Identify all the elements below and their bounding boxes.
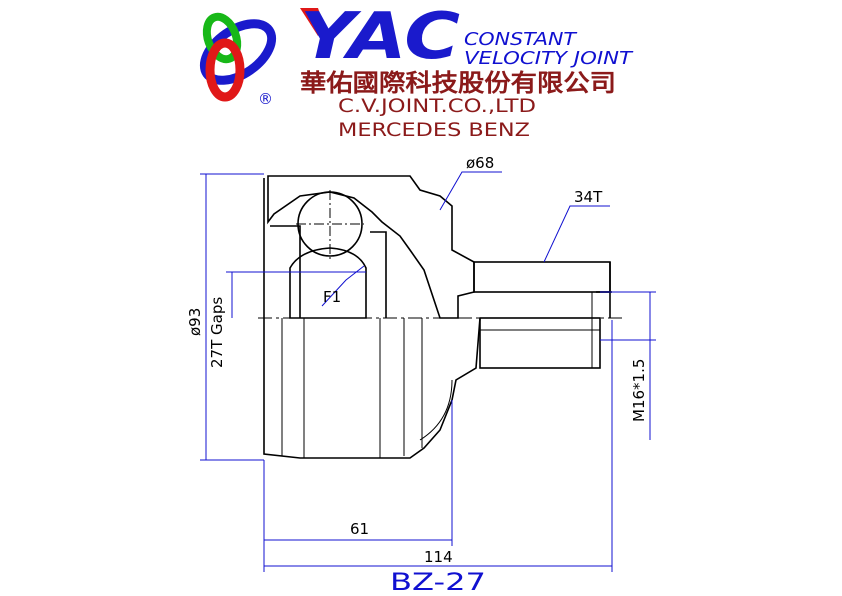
product-line-1: CONSTANT	[464, 29, 578, 50]
registered-mark: ®	[258, 90, 273, 108]
dimension-outer-diameter: ø68	[466, 154, 494, 172]
dimension-inner-teeth: 27T Gaps	[208, 297, 226, 368]
part-number: BZ-27	[390, 568, 486, 596]
brand-logo: YAC	[300, 0, 460, 74]
logo-rings-icon	[199, 12, 277, 102]
product-line-2: VELOCITY JOINT	[464, 48, 634, 69]
feature-label: F1	[323, 288, 341, 306]
dimension-outer-teeth: 34T	[574, 188, 603, 206]
vehicle-make: MERCEDES BENZ	[338, 119, 530, 141]
logo-text: YAC	[300, 0, 460, 74]
dimension-lines	[200, 171, 656, 572]
company-name-cn: 華佑國際科技股份有限公司	[300, 69, 616, 97]
dimension-bell-length: 61	[350, 520, 369, 538]
dimension-thread: M16*1.5	[630, 359, 648, 422]
dimension-bell-diameter: ø93	[186, 308, 204, 336]
dimension-total-length: 114	[424, 548, 453, 566]
company-name-en: C.V.JOINT.CO.,LTD	[338, 95, 536, 117]
joint-outline	[258, 175, 626, 459]
